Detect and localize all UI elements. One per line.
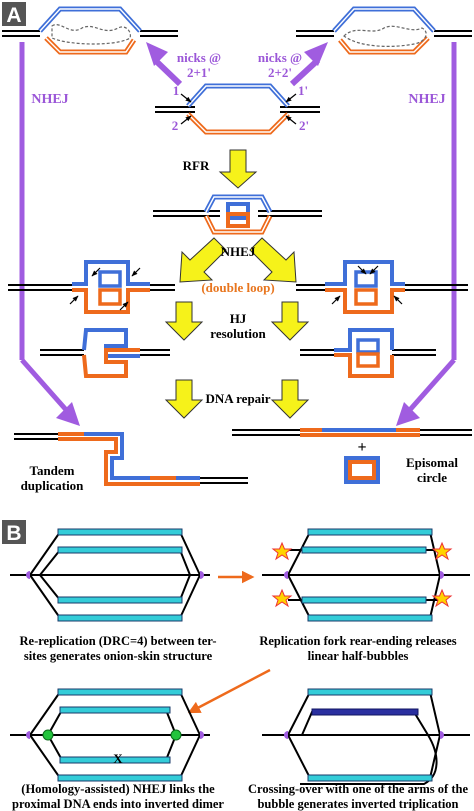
nhej-left-label: NHEJ — [31, 92, 68, 107]
double-loop-right — [296, 260, 468, 314]
hj-product-right — [300, 328, 436, 378]
episomal-product — [232, 428, 472, 484]
panel-a-label: A — [6, 4, 21, 27]
purple-side-arrows — [19, 42, 457, 426]
double-loop-left — [8, 260, 175, 314]
double-loop-label: (double loop) — [201, 280, 274, 295]
yellow-arrow-rfr — [218, 149, 258, 189]
top-right-bubble — [296, 6, 472, 55]
nicks-right-line2: 2+2' — [268, 65, 292, 80]
rfr-label: RFR — [183, 158, 210, 173]
dna-repair-label: DNA repair — [205, 391, 270, 406]
top-left-bubble — [2, 6, 178, 55]
tandem-label-line1: Tandem — [29, 463, 74, 478]
hj-label-line1: HJ — [230, 311, 247, 326]
site-1-label: 1 — [173, 83, 180, 98]
x-mark: X — [113, 751, 123, 766]
half-bubbles-structure — [262, 528, 470, 622]
b-arrow-2 — [187, 668, 271, 714]
panel-b-label-box — [2, 520, 26, 544]
episomal-label-line2: circle — [417, 470, 447, 485]
panel-a-label-box — [2, 2, 26, 26]
panel-a: A — [2, 2, 472, 493]
caption-1-line1: Re-replication (DRC=4) between ter- — [20, 634, 217, 648]
yellow-arrows-repair — [164, 379, 310, 419]
onion-skin-structure — [10, 528, 210, 622]
caption-4-line1: Crossing-over with one of the arms of th… — [248, 782, 468, 796]
caption-3-line2: proximal DNA ends into inverted dimer — [12, 797, 224, 811]
yellow-arrows-hj — [164, 301, 310, 341]
inverted-triplication-structure — [262, 688, 470, 785]
rfr-structure — [153, 194, 322, 235]
purple-arrows-top — [146, 42, 328, 87]
site-1p-label: 1' — [298, 83, 308, 98]
caption-4-line2: bubble generates inverted triplication — [257, 797, 458, 811]
tandem-duplication-product — [14, 432, 248, 486]
caption-1-line2: sites generates onion-skin structure — [24, 649, 213, 663]
yellow-arrows-nhej — [179, 237, 297, 283]
hj-product-left — [40, 328, 170, 378]
central-bubble — [155, 83, 320, 135]
site-2-label: 2 — [172, 118, 179, 133]
nhej-right-label: NHEJ — [408, 92, 445, 107]
inverted-dimer-structure — [10, 688, 210, 782]
caption-3-line1: (Homology-assisted) NHEJ links the — [21, 782, 215, 796]
nicks-right-line1: nicks @ — [258, 50, 302, 65]
caption-2-line1: Replication fork rear-ending releases — [259, 634, 456, 648]
episomal-label-line1: Episomal — [406, 455, 458, 470]
nhej-center-label: NHEJ — [221, 244, 256, 259]
caption-2-line2: linear half-bubbles — [308, 649, 409, 663]
plus-sign: + — [357, 439, 366, 456]
site-2p-label: 2' — [299, 118, 309, 133]
nicks-left-line1: nicks @ — [177, 50, 221, 65]
hj-label-line2: resolution — [210, 326, 266, 341]
nicks-left-line2: 2+1' — [187, 65, 211, 80]
panel-b: B — [2, 520, 470, 811]
panel-b-label: B — [6, 522, 21, 545]
tandem-label-line2: duplication — [21, 478, 85, 493]
